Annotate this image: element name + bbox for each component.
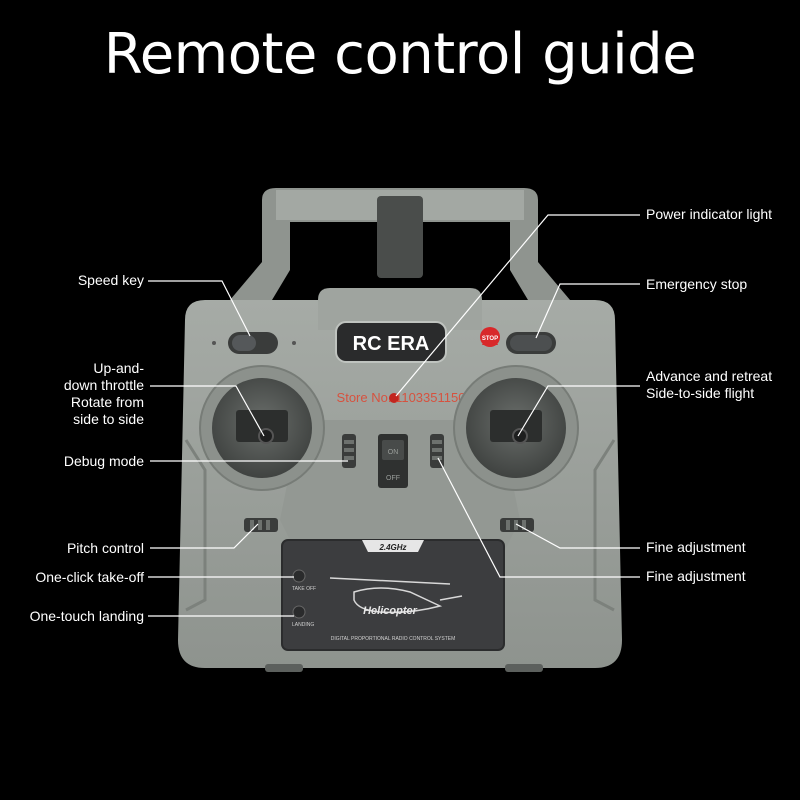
power-switch[interactable]: ON OFF bbox=[378, 434, 408, 488]
left-stick[interactable] bbox=[199, 365, 325, 491]
svg-text:DIGITAL PROPORTIONAL RADIO CON: DIGITAL PROPORTIONAL RADIO CONTROL SYSTE… bbox=[331, 636, 456, 642]
leader-power-light bbox=[395, 214, 640, 397]
label-take-off: One-click take-off bbox=[35, 569, 144, 585]
speed-key[interactable] bbox=[212, 332, 296, 354]
debug-mode-trim[interactable] bbox=[342, 434, 356, 468]
brand-logo: RC ERA bbox=[353, 333, 430, 355]
leader-emergency-stop bbox=[535, 283, 640, 339]
label-emergency-stop: Emergency stop bbox=[646, 276, 748, 292]
leader-advance bbox=[517, 385, 640, 437]
label-landing: One-touch landing bbox=[29, 608, 144, 624]
control-panel: 2.4GHz Helicopter DIGITAL PROPORTIONAL R… bbox=[281, 539, 505, 651]
callout-lines bbox=[148, 214, 640, 617]
svg-text:Helicopter: Helicopter bbox=[363, 605, 418, 617]
take-off-button[interactable] bbox=[292, 569, 306, 583]
pitch-control-trim[interactable] bbox=[244, 518, 278, 532]
leader-fine-1 bbox=[515, 523, 640, 549]
page-title: Remote control guide bbox=[103, 22, 697, 87]
label-advance-retreat: Advance and retreat bbox=[646, 368, 773, 384]
svg-text:TAKE OFF: TAKE OFF bbox=[292, 586, 316, 592]
label-pitch-control: Pitch control bbox=[66, 540, 144, 556]
stop-badge: STOP bbox=[480, 327, 500, 347]
right-stick[interactable] bbox=[453, 365, 579, 491]
svg-text:2.4GHz: 2.4GHz bbox=[378, 543, 406, 552]
svg-text:STOP: STOP bbox=[482, 336, 498, 342]
antenna bbox=[377, 196, 423, 278]
right-vertical-trim[interactable] bbox=[430, 434, 444, 468]
landing-button[interactable] bbox=[292, 605, 306, 619]
label-throttle-line1: Up-and- bbox=[93, 360, 144, 376]
label-throttle-line2: down throttle bbox=[63, 377, 144, 393]
leader-pitch bbox=[150, 523, 259, 549]
emergency-stop-button[interactable] bbox=[506, 332, 556, 354]
leader-throttle bbox=[150, 385, 265, 437]
label-speed-key: Speed key bbox=[77, 272, 144, 288]
svg-text:LANDING: LANDING bbox=[292, 622, 314, 628]
watermark: Store No. 1103351150 bbox=[337, 390, 466, 405]
label-fine-adjustment-2: Fine adjustment bbox=[646, 568, 746, 584]
leader-fine-2 bbox=[437, 457, 640, 578]
label-throttle-line3: Rotate from bbox=[70, 394, 144, 410]
label-power-light: Power indicator light bbox=[646, 206, 773, 222]
svg-text:OFF: OFF bbox=[386, 475, 400, 482]
label-side-flight: Side-to-side flight bbox=[646, 385, 755, 401]
leader-speed-key bbox=[148, 280, 251, 337]
label-debug-mode: Debug mode bbox=[63, 453, 144, 469]
brand-plate: RC ERA bbox=[335, 321, 447, 363]
label-fine-adjustment-1: Fine adjustment bbox=[646, 539, 746, 555]
helicopter-logo bbox=[329, 577, 463, 614]
svg-text:ON: ON bbox=[388, 449, 399, 456]
label-throttle-line4: side to side bbox=[73, 411, 144, 427]
